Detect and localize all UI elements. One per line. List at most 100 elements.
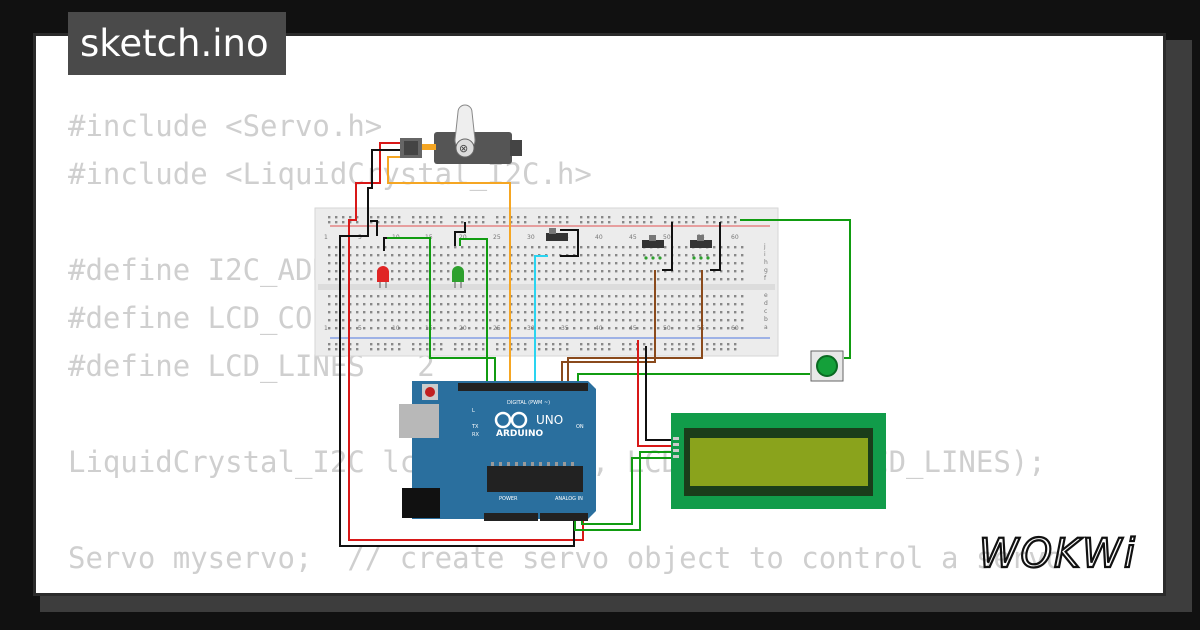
breadboard-hole [545, 278, 548, 281]
code-line: #define LCD_LINES 2 [68, 349, 435, 383]
breadboard-hole [741, 254, 744, 257]
breadboard-hole [440, 246, 443, 249]
breadboard-hole [510, 216, 513, 219]
breadboard-hole [587, 246, 590, 249]
breadboard-hole [727, 270, 730, 273]
arduino-uno-board[interactable]: DIGITAL (PWM ~) POWER ANALOG IN ARDUINO … [399, 381, 596, 521]
breadboard-hole [482, 270, 485, 273]
breadboard-hole [545, 270, 548, 273]
breadboard-hole [601, 262, 604, 265]
breadboard-hole [510, 221, 513, 224]
breadboard-hole [727, 327, 730, 330]
breadboard-hole [335, 262, 338, 265]
breadboard-hole [727, 303, 730, 306]
wire-red-lcd [637, 340, 676, 447]
breadboard-hole [419, 221, 422, 224]
breadboard-hole [720, 216, 723, 219]
breadboard-hole [622, 221, 625, 224]
breadboard-hole [377, 348, 380, 351]
breadboard-hole [552, 348, 555, 351]
breadboard-hole [398, 270, 401, 273]
breadboard-hole [685, 343, 688, 346]
breadboard-hole [566, 216, 569, 219]
breadboard-hole [538, 216, 541, 219]
breadboard-hole [545, 221, 548, 224]
breadboard-hole [447, 270, 450, 273]
breadboard-hole [580, 303, 583, 306]
breadboard-hole [734, 319, 737, 322]
breadboard-hole [664, 246, 667, 249]
breadboard-hole [524, 246, 527, 249]
breadboard-hole [692, 348, 695, 351]
breadboard-hole [454, 311, 457, 314]
breadboard-hole [342, 327, 345, 330]
breadboard-hole [461, 348, 464, 351]
breadboard-hole [398, 303, 401, 306]
breadboard-hole [608, 343, 611, 346]
breadboard-hole [503, 319, 506, 322]
breadboard-hole [643, 216, 646, 219]
red-led-icon[interactable] [377, 266, 389, 288]
breadboard-hole [503, 262, 506, 265]
breadboard-hole [482, 311, 485, 314]
breadboard-hole [559, 246, 562, 249]
breadboard-hole [328, 278, 331, 281]
breadboard-hole [531, 270, 534, 273]
breadboard-hole [608, 303, 611, 306]
green-led-icon[interactable] [452, 266, 464, 288]
breadboard-hole [335, 246, 338, 249]
breadboard-hole [398, 311, 401, 314]
breadboard[interactable]: 5 10 15 20 25 30 35 40 45 50 55 60 1 5 1… [314, 207, 779, 357]
breadboard-hole [517, 216, 520, 219]
breadboard-hole [636, 246, 639, 249]
breadboard-hole [636, 295, 639, 298]
breadboard-hole [685, 295, 688, 298]
bb-col-10-bottom: 10 [392, 325, 400, 332]
breadboard-hole [349, 348, 352, 351]
breadboard-hole [636, 303, 639, 306]
breadboard-hole [468, 311, 471, 314]
breadboard-hole [496, 343, 499, 346]
breadboard-hole [538, 262, 541, 265]
file-title: sketch.ino [68, 12, 286, 75]
slide-switch-icon[interactable] [546, 228, 568, 241]
breadboard-hole [433, 270, 436, 273]
code-line: // twelve servo objects can be created o… [68, 582, 1063, 593]
breadboard-hole [657, 319, 660, 322]
lcd-display[interactable] [671, 413, 886, 509]
breadboard-hole [727, 343, 730, 346]
breadboard-hole [538, 303, 541, 306]
breadboard-hole [468, 319, 471, 322]
breadboard-hole [503, 343, 506, 346]
breadboard-hole [587, 221, 590, 224]
breadboard-hole [692, 270, 695, 273]
slide-switch-icon[interactable] [642, 235, 664, 260]
breadboard-hole [405, 278, 408, 281]
breadboard-hole [524, 311, 527, 314]
breadboard-hole [489, 278, 492, 281]
breadboard-hole [454, 246, 457, 249]
breadboard-hole [412, 348, 415, 351]
breadboard-hole [454, 216, 457, 219]
breadboard-hole [398, 262, 401, 265]
breadboard-hole [482, 319, 485, 322]
breadboard-hole [454, 348, 457, 351]
servo-motor-icon[interactable]: ⊗ [400, 104, 522, 164]
breadboard-hole [622, 303, 625, 306]
breadboard-hole [342, 295, 345, 298]
breadboard-hole [545, 295, 548, 298]
green-pushbutton-icon[interactable] [810, 350, 844, 382]
breadboard-hole [370, 221, 373, 224]
bb-col-20-bottom: 20 [459, 325, 467, 332]
bb-col-25: 25 [493, 234, 501, 241]
breadboard-hole [524, 327, 527, 330]
breadboard-hole [643, 254, 646, 257]
breadboard-hole [594, 303, 597, 306]
slide-switch-icon[interactable] [690, 235, 712, 260]
breadboard-hole [384, 343, 387, 346]
breadboard-hole [573, 319, 576, 322]
breadboard-hole [699, 262, 702, 265]
breadboard-hole [545, 262, 548, 265]
breadboard-hole [524, 270, 527, 273]
